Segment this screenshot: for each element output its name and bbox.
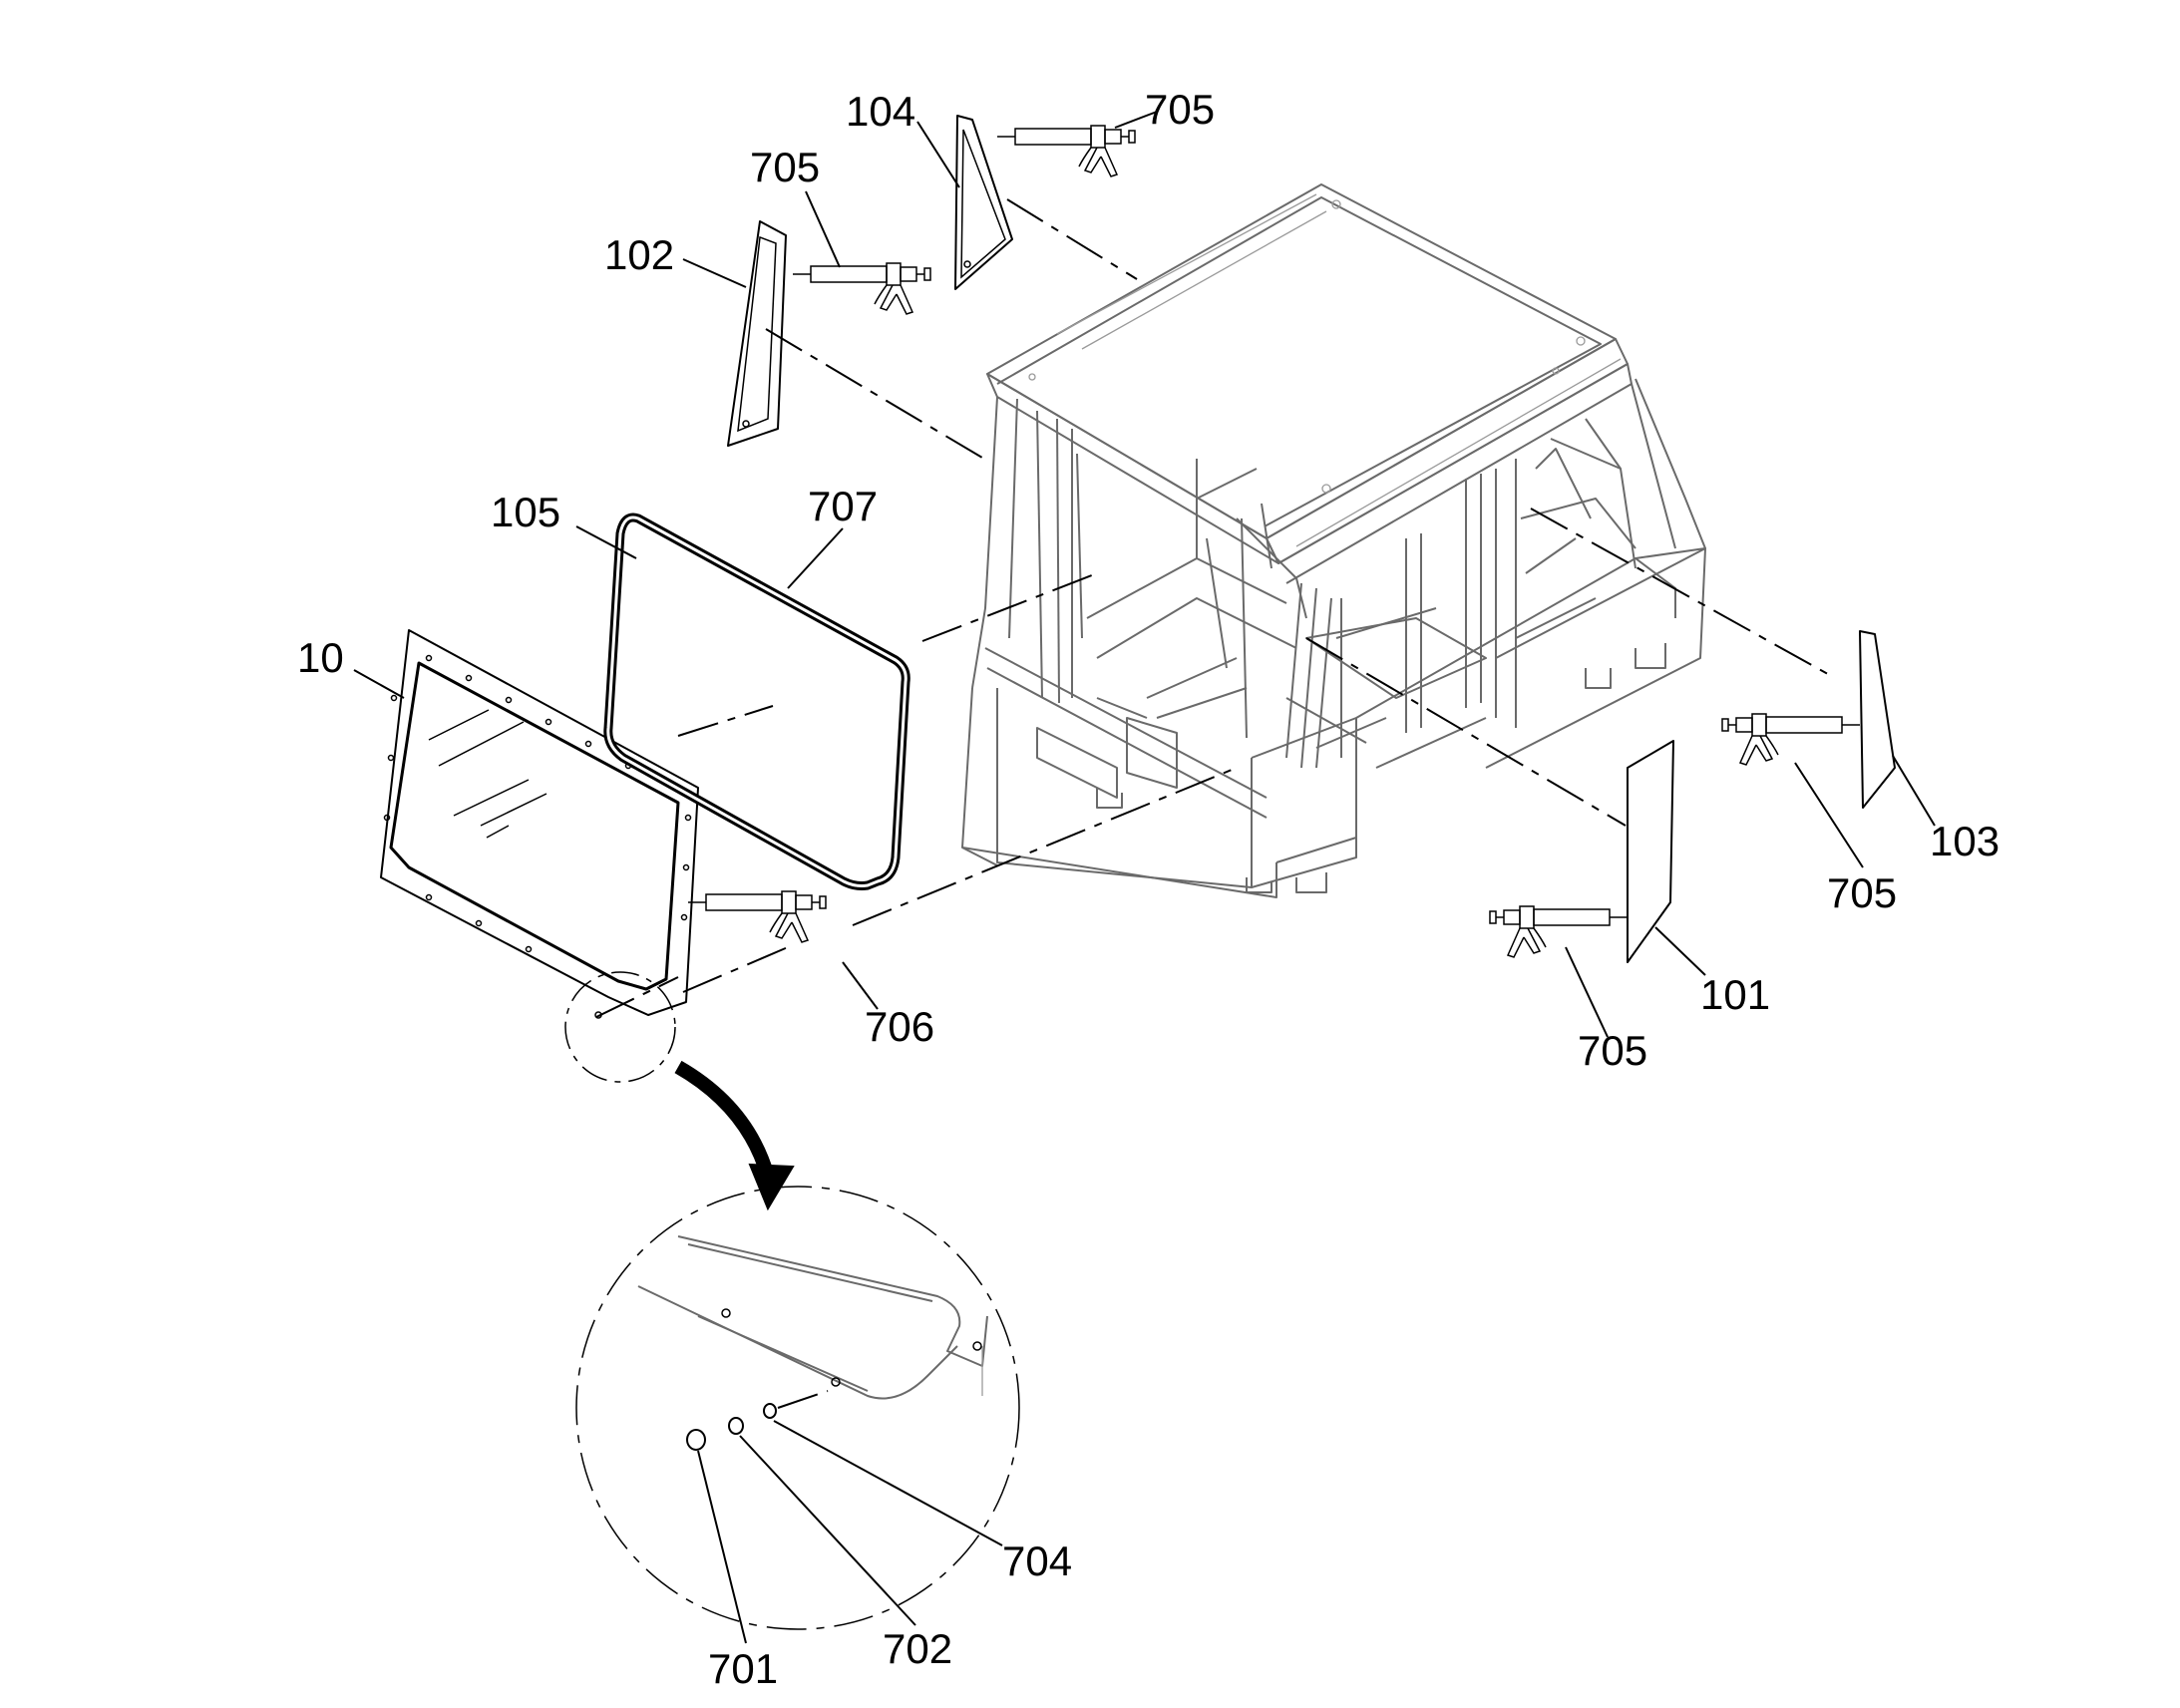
- caulking-gun-icon: [1721, 713, 1861, 766]
- callout-102: 102: [604, 231, 674, 278]
- caulking-gun-icon: [792, 262, 931, 315]
- assembly-lines: [595, 198, 1836, 1018]
- callout-101: 101: [1700, 971, 1770, 1018]
- caulking-gun-icon: [1489, 905, 1629, 958]
- callout-705-right: 705: [1827, 869, 1897, 916]
- callout-701: 701: [708, 1645, 778, 1692]
- part-104-upper-glass: [954, 115, 1013, 290]
- callout-707: 707: [808, 483, 878, 529]
- callout-702: 702: [883, 1625, 952, 1672]
- cab-body: [961, 183, 1706, 898]
- part-10-window-frame: [380, 629, 699, 1019]
- callout-104: 104: [846, 88, 915, 135]
- callout-labels: 10 101 102 103 104 105 701 702 704 705 7…: [297, 86, 1999, 1692]
- caulking-gun-icon: [996, 125, 1136, 177]
- part-103-right-glass: [1859, 630, 1896, 809]
- callout-10: 10: [297, 634, 344, 681]
- part-102-side-glass: [727, 220, 787, 447]
- callout-705-left: 705: [750, 144, 820, 190]
- leader-lines: [353, 111, 1936, 1644]
- callout-704: 704: [1002, 1537, 1072, 1584]
- part-105-glass-with-seal: [603, 512, 910, 890]
- callout-706: 706: [865, 1003, 934, 1050]
- callout-705-top: 705: [1145, 86, 1215, 133]
- part-101-lower-glass: [1627, 740, 1674, 963]
- callout-705-bottom: 705: [1578, 1027, 1647, 1074]
- callout-103: 103: [1930, 818, 1999, 864]
- callout-105: 105: [491, 489, 560, 535]
- detail-callout-circle: [564, 971, 1020, 1630]
- caulking-gun-icon: [687, 890, 827, 943]
